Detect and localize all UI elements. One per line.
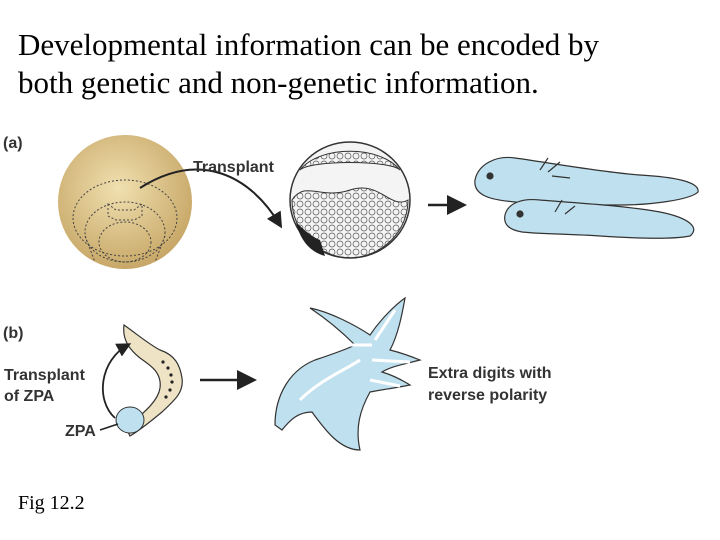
transplant-zpa-line2: of ZPA	[4, 388, 55, 405]
panel-b-label: (b)	[3, 325, 23, 342]
duplicated-limb	[274, 296, 422, 451]
figure-caption: Fig 12.2	[18, 492, 85, 514]
title-line-1: Developmental information can be encoded…	[18, 27, 600, 62]
transplant-zpa-line1: Transplant	[4, 367, 86, 384]
donor-embryo	[58, 135, 192, 269]
transplant-label: Transplant	[193, 159, 275, 176]
title-line-2: both genetic and non-genetic information…	[18, 65, 539, 100]
panel-a-label: (a)	[3, 135, 23, 152]
zpa-pointer	[99, 423, 119, 431]
zpa-label: ZPA	[65, 423, 96, 440]
slide-title: Developmental information can be encoded…	[18, 26, 708, 102]
host-embryo-section	[289, 141, 411, 259]
transplant-arrow	[139, 168, 283, 229]
result-label-line1: Extra digits with	[428, 365, 552, 382]
limb-bud	[115, 323, 183, 437]
result-label-line2: reverse polarity	[428, 387, 547, 404]
zpa-transplant-arrow	[101, 343, 132, 419]
twin-tadpoles	[474, 156, 699, 239]
